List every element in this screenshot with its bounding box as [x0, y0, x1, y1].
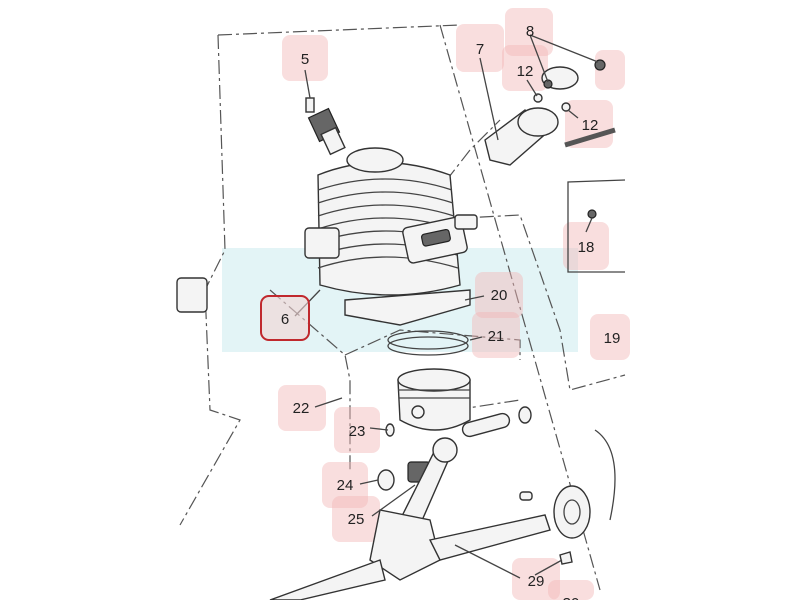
crankshaft: [269, 437, 591, 600]
part-label-5[interactable]: 5: [301, 51, 309, 68]
part-label-22[interactable]: 22: [293, 400, 310, 417]
washer: [377, 469, 395, 491]
circlip: [518, 406, 532, 424]
part-label-18[interactable]: 18: [578, 239, 595, 256]
part-label-23[interactable]: 23: [349, 423, 366, 440]
cylinder: [304, 147, 478, 296]
part-label-8[interactable]: 8: [526, 23, 534, 40]
part-label-6[interactable]: 6: [281, 311, 289, 328]
part-label-25[interactable]: 25: [348, 511, 365, 528]
cylinder-gasket: [344, 289, 471, 326]
part-label-24[interactable]: 24: [337, 477, 354, 494]
spark-plug: [305, 97, 346, 156]
side-gasket: [176, 277, 208, 313]
part-label-20[interactable]: 20: [491, 287, 508, 304]
part-labels: 5 7 8 12 12 18 20 6 21 19 22 23 24 25 29…: [281, 23, 621, 600]
part-label-29[interactable]: 29: [528, 573, 545, 590]
part-label-19[interactable]: 19: [604, 330, 621, 347]
selected-part-6-box[interactable]: [260, 295, 310, 341]
intake-manifold: [484, 59, 616, 166]
part-label-12-lower[interactable]: 12: [582, 117, 599, 134]
part-label-12-upper[interactable]: 12: [517, 63, 534, 80]
piston: [397, 368, 471, 431]
piston-ring-2: [387, 336, 469, 356]
piston-pin: [461, 412, 511, 438]
piston-ring-1: [387, 330, 469, 350]
part-label-30[interactable]: 30: [563, 595, 580, 600]
seal-curve: [594, 429, 616, 521]
part-label-21[interactable]: 21: [488, 328, 505, 345]
inset-box: [567, 179, 626, 273]
part-label-7[interactable]: 7: [476, 41, 484, 58]
leader-lines: [294, 34, 599, 579]
screw-18: [587, 209, 597, 219]
